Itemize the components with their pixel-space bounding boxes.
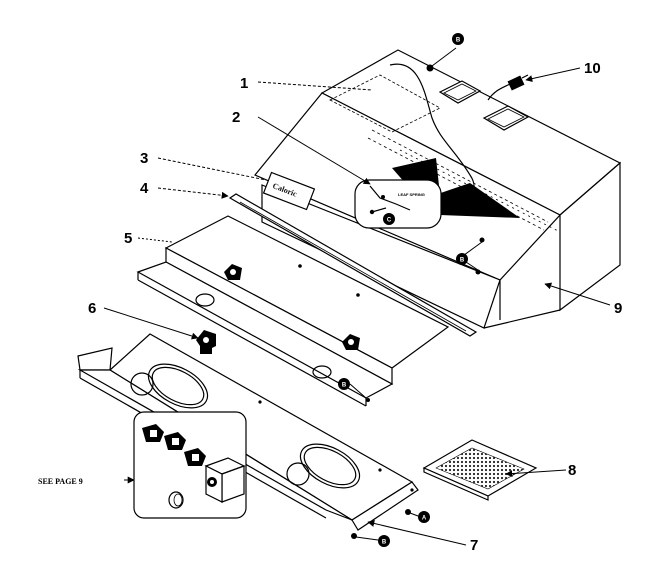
callout-9: 9 bbox=[614, 300, 622, 317]
power-cord bbox=[487, 74, 529, 101]
svg-text:C: C bbox=[387, 218, 392, 224]
upper-panel bbox=[136, 215, 450, 407]
callout-10: 10 bbox=[584, 60, 601, 77]
lamp-socket-icon bbox=[342, 334, 360, 350]
callout-5: 5 bbox=[124, 230, 132, 247]
brand-plate bbox=[262, 171, 316, 211]
callout-7: 7 bbox=[470, 537, 478, 554]
svg-text:B: B bbox=[382, 540, 387, 546]
duct-outlet bbox=[438, 80, 530, 131]
callout-8: 8 bbox=[568, 462, 576, 479]
rocker-switch-icon bbox=[164, 432, 186, 450]
mounting-screw-icon bbox=[426, 64, 434, 72]
control-knob-icon bbox=[168, 477, 217, 509]
switch-panel-inset bbox=[133, 411, 247, 519]
svg-text:B: B bbox=[460, 258, 465, 264]
lamp-socket-icon bbox=[224, 264, 242, 280]
see-page-label: SEE PAGE 9 bbox=[38, 477, 83, 486]
inset-label: LEAF SPRING bbox=[398, 192, 425, 197]
leader-lines bbox=[103, 47, 611, 546]
front-trim-strip bbox=[228, 193, 478, 337]
svg-text:B: B bbox=[456, 38, 461, 44]
speed-control-box bbox=[204, 457, 246, 503]
screw-icon bbox=[351, 237, 485, 539]
ref-tag-b-bottom: B bbox=[378, 535, 390, 547]
callout-6: 6 bbox=[88, 300, 96, 317]
callout-1: 1 bbox=[240, 75, 248, 92]
ref-tag-b-right: B bbox=[456, 253, 468, 265]
rocker-switch-icon bbox=[184, 448, 206, 466]
lamp-socket-part bbox=[196, 330, 216, 354]
leaf-spring-inset: LEAF SPRING bbox=[354, 158, 520, 229]
grease-filter bbox=[422, 439, 538, 501]
ref-tag-b-top: B bbox=[452, 33, 464, 45]
rocker-switch-icon bbox=[142, 424, 164, 442]
callout-3: 3 bbox=[140, 150, 148, 167]
callout-4: 4 bbox=[140, 180, 149, 197]
svg-text:A: A bbox=[422, 516, 427, 522]
callout-2: 2 bbox=[232, 109, 240, 126]
ref-tag-c: C bbox=[383, 213, 395, 225]
ref-tag-b-panel: B bbox=[338, 378, 350, 390]
ref-tag-a: A bbox=[418, 511, 430, 523]
svg-text:B: B bbox=[342, 383, 347, 389]
